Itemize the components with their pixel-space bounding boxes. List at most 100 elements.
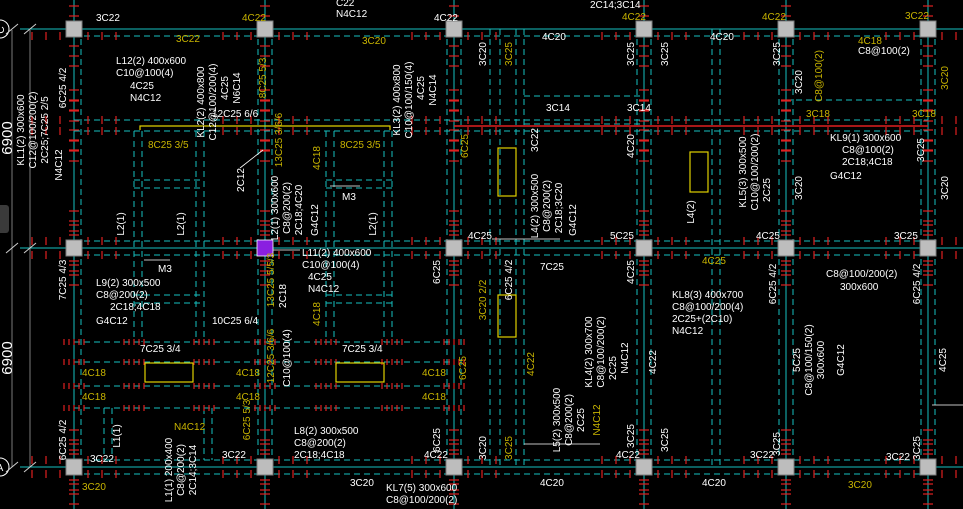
vertical-rebar-label: N4C12 (592, 404, 603, 436)
vertical-rebar-label: 3C25 (772, 42, 783, 66)
rebar-label: 4C25 (468, 231, 492, 242)
rebar-label: 4C20 (710, 32, 734, 43)
rebar-label: KL8(3) 400x700 (672, 290, 744, 301)
vertical-rebar-label: C8@200(2) (542, 180, 553, 232)
rebar-label: L9(2) 300x500 (96, 278, 161, 289)
leader-lines (144, 149, 963, 445)
vertical-rebar-label: 3C25 (660, 428, 671, 452)
vertical-rebar-label: 6C25 4/2 (58, 67, 69, 108)
rebar-label: 4C20 (542, 32, 566, 43)
vertical-rebar-label: 3C25 (916, 138, 927, 162)
vertical-rebar-label: 4C18 (312, 302, 323, 326)
vertical-rebar-label: 3C22 (530, 128, 541, 152)
vertical-rebar-label: G4C12 (310, 204, 321, 236)
side-panel-handle[interactable] (0, 205, 9, 233)
rebar-label: 4C25 (130, 81, 154, 92)
rebar-label: N4C12 (336, 9, 368, 20)
vertical-rebar-label: C10@100/150(4) (404, 62, 415, 139)
grid-label-a: A (0, 463, 4, 474)
rebar-label: L11(2) 400x600 (302, 248, 372, 259)
vertical-rebar-label: L1(1) 200x400 (164, 437, 175, 502)
column (445, 20, 463, 38)
vertical-rebar-label: 6C25 4/2 (768, 263, 779, 304)
vertical-rebar-label: 300x600 (816, 340, 827, 379)
axis-labels: 6900 6900 C A (0, 19, 37, 477)
highlighted-column (256, 239, 274, 257)
vertical-rebar-label: C8@100/150(2) (804, 324, 815, 395)
rebar-label: 4C22 (762, 12, 786, 23)
rebar-label: N4C12 (130, 93, 162, 104)
rebar-label: KL9(1) 300x600 (830, 133, 902, 144)
rebar-label: 4C20 (702, 478, 726, 489)
rebar-label: M3 (342, 192, 356, 203)
vertical-rebar-label: 12C25 3/6/6 (266, 328, 277, 383)
rebar-label: 8C25 3/5 (148, 140, 189, 151)
vertical-rebar-label: 6C25 4/2 (504, 259, 515, 300)
rebar-label: C8@100/200(2) (826, 269, 897, 280)
column (65, 458, 83, 476)
rebar-label: 3C22 (176, 34, 200, 45)
vertical-rebar-label: 4C18 (312, 146, 323, 170)
rebar-label: 4C22 (622, 12, 646, 23)
rebar-label: G4C12 (830, 171, 862, 182)
rebar-label: 3C14 (546, 103, 570, 114)
vertical-rebar-label: 3C25 (660, 42, 671, 66)
rebar-label: 3C20 (362, 36, 386, 47)
rebar-label: 4C18 (422, 368, 446, 379)
column (919, 458, 937, 476)
vertical-rebar-label: C8@200(2) (564, 394, 575, 446)
rebar-label: 4C18 (82, 368, 106, 379)
rebar-label: 3C25 (894, 231, 918, 242)
vertical-rebar-label: 4C25 (220, 76, 231, 100)
rebar-label: 4C18 (858, 36, 882, 47)
vertical-rebar-label: 2C14;3C14 (188, 444, 199, 495)
column (65, 20, 83, 38)
rebar-label: 3C18 (806, 109, 830, 120)
vertical-rebar-label: 13C25 3/6/6 (274, 112, 285, 167)
vertical-rebar-label: L2(1) (176, 212, 187, 235)
rebar-label: N4C12 (672, 326, 704, 337)
vertical-rebar-label: 6C25 4/2 (58, 419, 69, 460)
vertical-rebar-label: 4C25 (938, 348, 949, 372)
rebar-label: 12C25 6/6 (212, 109, 259, 120)
rebar-label: 3C22 (90, 454, 114, 465)
rebar-label: 5C25 (610, 231, 634, 242)
vertical-rebar-label: G4C12 (568, 204, 579, 236)
rebar-label: 3C20 (848, 480, 872, 491)
column (635, 239, 653, 257)
vertical-rebar-label: 2C25 (576, 408, 587, 432)
vertical-rebar-label: 3C25 (912, 436, 923, 460)
rebar-label: N4C12 (308, 284, 340, 295)
rebar-label: 3C20 (350, 478, 374, 489)
rebar-label: 2C18;4C18 (110, 302, 161, 313)
column (256, 20, 274, 38)
column (635, 458, 653, 476)
column (445, 458, 463, 476)
vertical-rebar-label: KL2(2) 400x800 (196, 66, 207, 138)
vertical-rebar-label: 4C20 (626, 134, 637, 158)
rebar-label: C8@100(2) (842, 145, 894, 156)
vertical-rebar-label: 3C20 (478, 42, 489, 66)
vertical-rebar-label: N4C14 (428, 74, 439, 106)
vertical-rebar-label: 2C25 (762, 178, 773, 202)
vertical-rebar-label: G4C12 (836, 344, 847, 376)
vertical-rebar-label: 6C25 (460, 134, 471, 158)
vertical-rebar-label: C10@100(4) (282, 329, 293, 386)
columns (65, 20, 937, 476)
vertical-rebar-label: 3C20 (794, 70, 805, 94)
rebar-label: 3C22 (222, 450, 246, 461)
rebar-label: 10C25 6/4 (212, 316, 259, 327)
column (256, 458, 274, 476)
vertical-rebar-label: L2(1) (368, 212, 379, 235)
vertical-rebar-label: 3C25 (626, 42, 637, 66)
vertical-rebar-label: 2C25;7C25 2/5 (40, 96, 51, 164)
vertical-rebar-label: 2C12 (236, 168, 247, 192)
column (635, 20, 653, 38)
rebar-label: 2C18;4C18 (842, 157, 893, 168)
vertical-rebar-label: L4(2) 300x500 (530, 173, 541, 238)
rebar-label: G4C12 (96, 316, 128, 327)
vertical-rebar-label: KL3(2) 400x800 (392, 64, 403, 136)
vertical-rebar-label: 4C22 (526, 352, 537, 376)
